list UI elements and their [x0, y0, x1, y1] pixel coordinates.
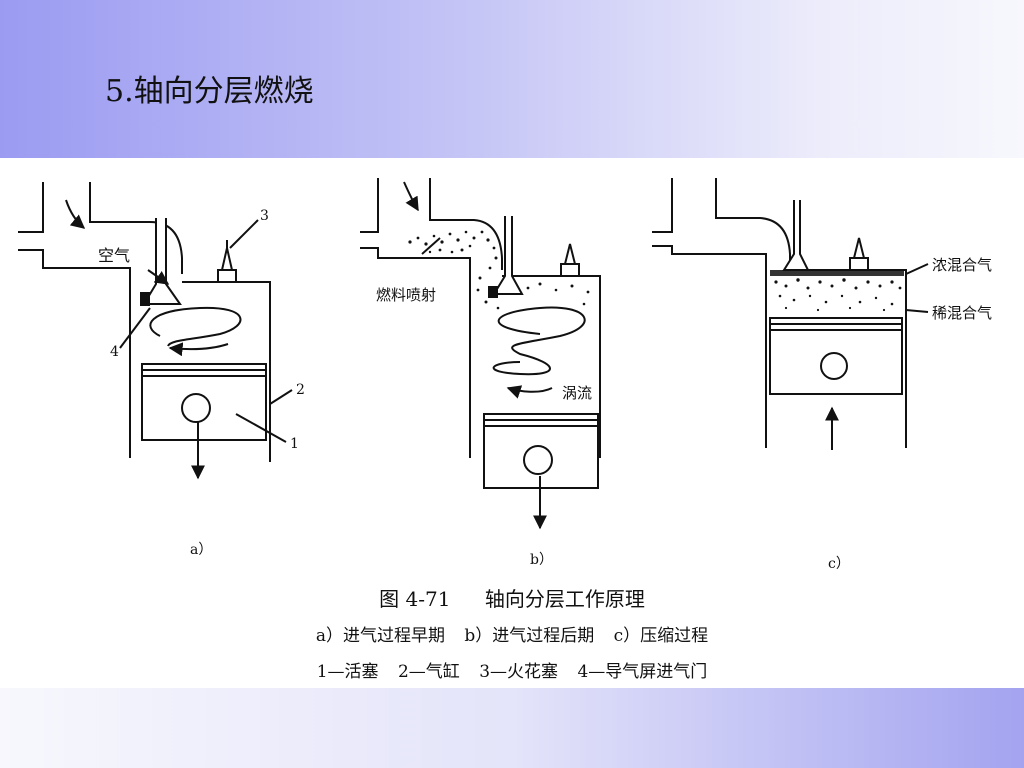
- subcaption-a: a）进气过程早期: [315, 626, 445, 646]
- panel-b-cylinder-wall: [502, 275, 601, 458]
- panel-a-label: a）: [190, 542, 212, 558]
- panel-c: [652, 178, 929, 450]
- panel-a-intake-port-right: [89, 182, 183, 274]
- panel-a-intake-port-left: [18, 182, 131, 458]
- panel-c-label: c）: [828, 556, 850, 572]
- swirl-label: 涡流: [562, 384, 592, 402]
- panel-c-mixture-dots: [770, 270, 904, 312]
- top-gradient-band: [0, 0, 1024, 158]
- shroud: [140, 292, 150, 306]
- piston-pin: [181, 393, 211, 423]
- panel-c-valve: [782, 200, 810, 271]
- air-arrow: [65, 199, 86, 229]
- part-caption-4: 4—导气屏进气门: [577, 662, 708, 682]
- panel-b: [360, 178, 601, 530]
- intake-valve: [142, 218, 182, 305]
- panel-b-fuel-spray: [408, 230, 590, 310]
- panel-b-intake-port-left: [360, 178, 471, 458]
- panel-b-piston-pin: [523, 445, 553, 475]
- spark-plug: [217, 247, 237, 283]
- part-label-4: 4: [110, 344, 119, 360]
- panel-c-intake-port-left: [652, 178, 767, 448]
- slide-title: 5.轴向分层燃烧: [105, 74, 314, 109]
- cylinder-wall: [182, 281, 271, 462]
- panel-c-spark-plug: [849, 237, 869, 271]
- figure-caption-subpanels: a）进气过程早期 b）进气过程后期 c）压缩过程: [0, 621, 1024, 646]
- part-caption-3: 3—火花塞: [479, 662, 559, 682]
- lean-mixture-label: 稀混合气: [932, 304, 992, 322]
- panel-c-piston-pin: [820, 352, 848, 380]
- figure-caption-title: 图 4-71 轴向分层工作原理: [0, 583, 1024, 612]
- figure-caption-parts: 1—活塞 2—气缸 3—火花塞 4—导气屏进气门: [0, 657, 1024, 682]
- panel-b-spark-plug: [560, 243, 580, 277]
- air-label: 空气: [98, 246, 130, 265]
- panel-b-intake-port-right: [429, 178, 503, 270]
- panel-a: [18, 182, 293, 480]
- part-caption-1: 1—活塞: [316, 662, 379, 682]
- panel-b-shroud: [488, 286, 498, 298]
- panel-c-intake-port-right: [715, 178, 791, 266]
- bottom-gradient-band: [0, 688, 1024, 768]
- engine-diagram: 空气 3 4 2 1 a） 燃料喷射 涡流 b）: [18, 178, 992, 572]
- part-label-2: 2: [296, 382, 305, 398]
- figure-number: 图 4-71: [379, 587, 451, 611]
- part-label-3: 3: [260, 208, 269, 224]
- subcaption-b: b）进气过程后期: [464, 626, 595, 646]
- fuel-injection-label: 燃料喷射: [376, 286, 436, 304]
- panel-b-label: b）: [530, 552, 553, 568]
- rich-mixture-label: 浓混合气: [932, 256, 992, 274]
- panel-a-swirl: [149, 306, 242, 347]
- part-caption-2: 2—气缸: [397, 662, 460, 682]
- figure-title: 轴向分层工作原理: [484, 587, 645, 611]
- panel-b-valve: [492, 216, 524, 295]
- subcaption-c: c）压缩过程: [613, 626, 709, 646]
- panel-b-swirl: [492, 306, 586, 376]
- part-label-1: 1: [290, 436, 299, 452]
- diagram-figure: 空气 3 4 2 1 a） 燃料喷射 涡流 b）: [0, 158, 1024, 688]
